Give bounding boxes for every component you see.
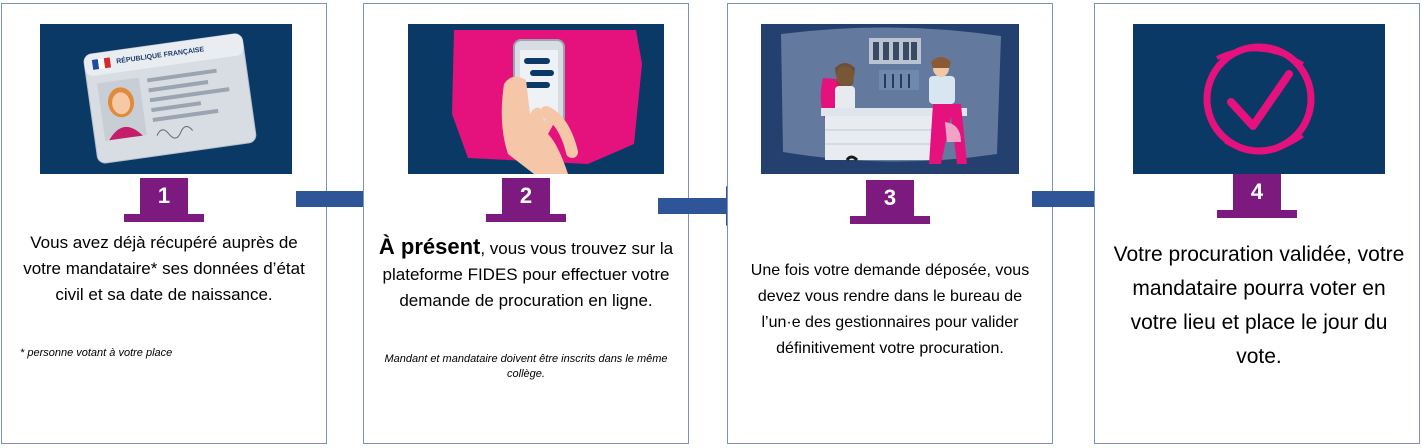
office-meeting-illustration <box>761 24 1019 174</box>
step-number-badge-2: 2 <box>486 178 566 222</box>
badge-underline <box>124 214 204 222</box>
badge-underline <box>850 216 930 224</box>
step-card-3: 3 Une fois votre demande déposée, vous d… <box>727 3 1053 444</box>
step-card-4: 4 Votre procuration validée, votre manda… <box>1094 3 1420 444</box>
step-text-block: À présent, vous vous trouvez sur la plat… <box>378 234 674 314</box>
step-card-1: RÉPUBLIQUE FRANÇAISE 1 Vous avez déjà ré… <box>1 3 327 444</box>
id-card-illustration: RÉPUBLIQUE FRANÇAISE <box>40 24 292 174</box>
step-text: Vous avez déjà récupéré auprès de votre … <box>23 233 305 304</box>
step-lead: À présent <box>378 234 481 259</box>
step-text: Une fois votre demande déposée, vous dev… <box>750 262 1030 357</box>
step-note: * personne votant à votre place <box>20 347 173 359</box>
step-number-badge-3: 3 <box>850 180 930 224</box>
step-number: 2 <box>502 178 550 214</box>
step-text: , vous vous trouvez sur la plateforme FI… <box>382 239 674 310</box>
step-number-badge-1: 1 <box>124 178 204 222</box>
step-number: 3 <box>866 180 914 216</box>
step-number: 4 <box>1233 174 1281 210</box>
smartphone-hand-illustration <box>408 24 664 174</box>
step-card-2: 2 À présent, vous vous trouvez sur la pl… <box>363 3 689 444</box>
badge-underline <box>1217 210 1297 218</box>
badge-underline <box>486 214 566 222</box>
step-text: Votre procuration validée, votre mandata… <box>1113 243 1405 368</box>
step-number-badge-4: 4 <box>1217 174 1297 218</box>
check-circle-illustration <box>1133 24 1385 174</box>
step-note: Mandant et mandataire doivent être inscr… <box>384 353 668 380</box>
step-number: 1 <box>140 178 188 214</box>
